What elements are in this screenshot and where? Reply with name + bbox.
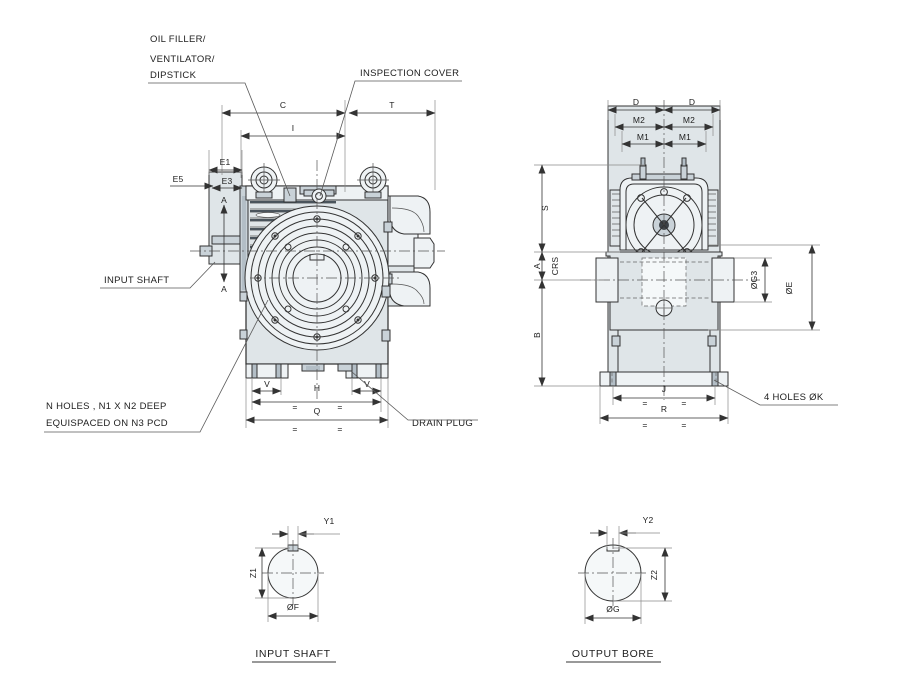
centre-mark-Q-left: =: [292, 424, 297, 434]
callout-four-holes: 4 HOLES ØK: [713, 379, 838, 406]
inspection-cover-part: [303, 188, 335, 204]
dimension-D-left: D: [607, 97, 665, 120]
dimension-label-D-right: D: [689, 97, 695, 107]
centre-mark-J-left: =: [642, 398, 647, 408]
side-view-housing-body: [190, 160, 445, 400]
callout-inspection-cover-label: INSPECTION COVER: [360, 68, 459, 79]
dimension-E5: E5: [170, 174, 214, 190]
centre-mark-R-right: =: [681, 420, 686, 430]
dimension-M2-left: M2: [614, 114, 665, 136]
mounting-feet: [245, 363, 389, 379]
centre-mark-H-right: =: [337, 402, 342, 412]
dimension-label-S: S: [540, 205, 550, 211]
callout-oil-filler-line1: OIL FILLER/: [150, 34, 206, 45]
dimension-A-crs: A CRS: [532, 251, 604, 281]
dimension-label-G: ØG: [606, 604, 620, 614]
dimension-label-J: J: [662, 384, 666, 394]
centre-mark-J-right: =: [681, 398, 686, 408]
dimension-label-F: ØF: [287, 602, 299, 612]
breather-spigot-left: [639, 157, 647, 180]
input-shaft-caption: INPUT SHAFT: [255, 648, 330, 660]
dimension-label-A: A: [532, 263, 542, 269]
callout-oil-filler: OIL FILLER/ VENTILATOR/ DIPSTICK: [148, 34, 291, 197]
front-view-housing-body: [580, 100, 760, 400]
section-label-A-top: A: [221, 195, 227, 205]
centre-mark-R-left: =: [642, 420, 647, 430]
dimension-label-T: T: [389, 100, 394, 110]
callout-inspection-cover: INSPECTION COVER: [319, 68, 462, 197]
callout-drain-plug: DRAIN PLUG: [351, 371, 478, 429]
breather-boss-right: [357, 163, 389, 199]
dimension-label-R: R: [661, 404, 667, 414]
breather-spigot-right: [680, 157, 688, 180]
section-marker-A: A A: [220, 195, 228, 294]
dimension-label-E: ØE: [784, 282, 794, 295]
dimension-E: ØE: [708, 244, 820, 331]
dimension-R: R = =: [599, 386, 729, 430]
dimension-label-E5: E5: [173, 174, 184, 184]
dimension-label-Z1: Z1: [248, 568, 258, 578]
input-shaft-detail: Y1 Z1 ØF INPUT SHAFT: [248, 516, 340, 663]
dimension-label-C: C: [280, 100, 286, 110]
callout-drain-plug-label: DRAIN PLUG: [412, 418, 473, 429]
drain-plug-part: [301, 363, 353, 372]
dimension-M2-right: M2: [663, 114, 714, 136]
centre-mark-Q-right: =: [337, 424, 342, 434]
output-bore-detail: Y2 Z2 ØG OUTPUT BORE: [566, 515, 672, 663]
dimension-label-CRS: CRS: [550, 257, 560, 276]
dimension-label-D-left: D: [633, 97, 639, 107]
dimension-V-right: V: [351, 378, 382, 398]
dimension-T: T: [348, 100, 436, 190]
dimension-label-Y2: Y2: [643, 515, 654, 525]
dimension-E1: E1: [208, 150, 243, 175]
dimension-label-E1: E1: [220, 157, 231, 167]
flange-bolt-holes: [254, 215, 379, 341]
output-flange-lug-top: [383, 195, 431, 235]
callout-input-shaft: INPUT SHAFT: [100, 261, 216, 289]
dimension-C: C: [221, 100, 346, 192]
dimension-label-G3: ØG3: [749, 271, 759, 290]
dimension-J: J = =: [612, 384, 716, 408]
side-elevation-view: C I T E1 E3 E5: [170, 100, 445, 434]
callout-n-holes: N HOLES , N1 X N2 DEEP EQUISPACED ON N3 …: [44, 299, 269, 433]
dimension-label-V-right: V: [364, 379, 370, 389]
callout-four-holes-label: 4 HOLES ØK: [764, 392, 824, 403]
callout-n-holes-line2: EQUISPACED ON N3 PCD: [46, 418, 168, 429]
callout-oil-filler-line2: VENTILATOR/: [150, 54, 215, 65]
dimension-H: H = =: [251, 383, 382, 412]
dimension-label-E3: E3: [222, 176, 233, 186]
dimension-S: S: [534, 164, 645, 253]
breather-boss-left: [248, 163, 280, 199]
dimension-label-Y1: Y1: [324, 516, 335, 526]
dimension-label-M2-left: M2: [633, 115, 645, 125]
dimension-E3: E3: [211, 176, 243, 192]
dimension-label-I: I: [292, 123, 295, 133]
dimension-M1-left: M1: [621, 131, 665, 152]
dimension-label-Z2: Z2: [649, 570, 659, 580]
callout-oil-filler-line3: DIPSTICK: [150, 70, 197, 81]
output-bore-caption: OUTPUT BORE: [572, 648, 654, 660]
dimension-B: B: [532, 279, 600, 387]
section-label-A-bottom: A: [221, 284, 227, 294]
dimension-V-left: V: [251, 378, 282, 395]
dimension-label-M1-right: M1: [679, 132, 691, 142]
dimension-label-M2-right: M2: [683, 115, 695, 125]
centre-mark-H-left: =: [292, 402, 297, 412]
dimension-label-V-left: V: [264, 379, 270, 389]
dimension-label-B: B: [532, 332, 542, 338]
dimension-label-H: H: [314, 383, 320, 393]
dimension-M1-right: M1: [663, 131, 707, 152]
dimension-D-right: D: [663, 97, 721, 120]
callout-input-shaft-label: INPUT SHAFT: [104, 275, 169, 286]
front-elevation-view: D D M2 M2 M1 M1: [532, 97, 820, 430]
dimension-G3: ØG3: [734, 257, 772, 303]
callout-n-holes-line1: N HOLES , N1 X N2 DEEP: [46, 401, 167, 412]
dimension-label-M1-left: M1: [637, 132, 649, 142]
dimension-label-Q: Q: [314, 406, 321, 416]
